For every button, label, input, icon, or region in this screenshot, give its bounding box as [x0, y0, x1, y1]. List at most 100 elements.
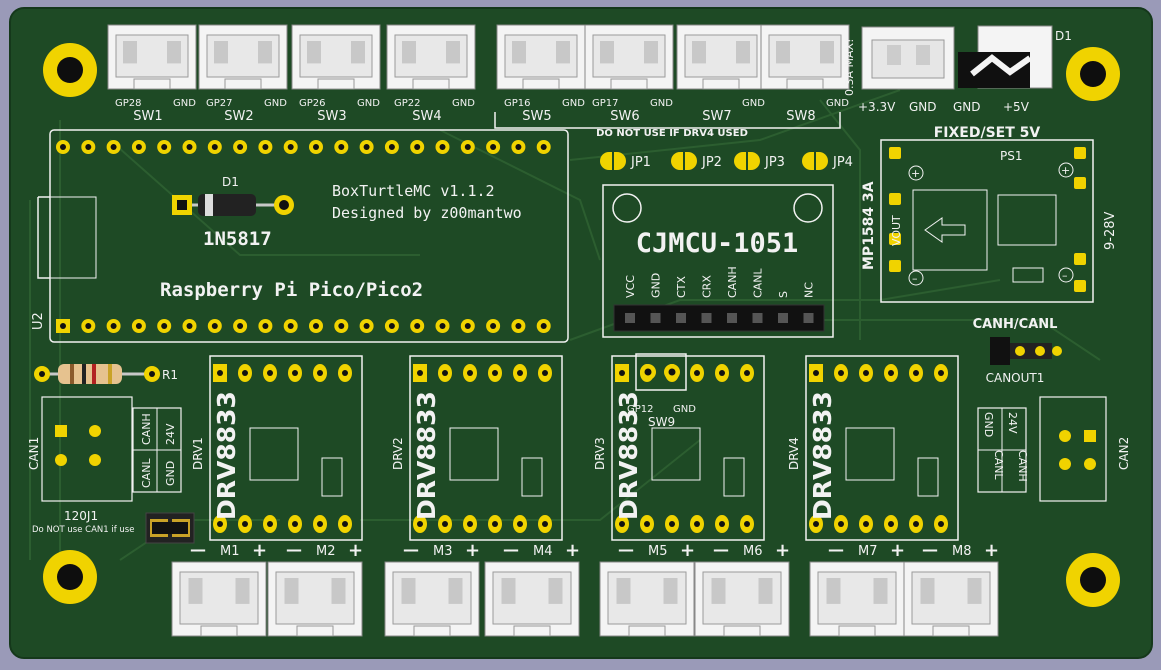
switch-ref: SW4 [412, 109, 441, 124]
solder-jumper: JP2 [671, 152, 722, 170]
motor-minus-label: — [922, 540, 938, 559]
top-diode-outline [958, 25, 1053, 89]
can-pin-label: GND [650, 273, 663, 298]
switch-pin-label: GND [742, 98, 765, 109]
can-pin [727, 313, 737, 323]
motor-connectors: —M1+—M2+—M3+—M4+—M5+—M6+—M7+—M8+ [171, 540, 999, 637]
motor-label: M7 [858, 544, 878, 559]
driver-chip-label: DRV8833 [614, 391, 643, 520]
motor-minus-label: — [503, 540, 519, 559]
motor-minus-label: — [286, 540, 302, 559]
motor-label: M5 [648, 544, 668, 559]
main-diode-ref: D1 [222, 175, 239, 189]
can-pin [625, 313, 635, 323]
driver-chip-label: DRV8833 [212, 391, 241, 520]
top-diode-pin-5v: +5V [1003, 100, 1030, 114]
can2-label-gnd: GND [982, 412, 995, 437]
switch-ref: SW6 [610, 109, 639, 124]
driver-ref: DRV2 [391, 437, 405, 470]
switch-pin-label: GND [826, 98, 849, 109]
switch-pin-label: GP16 [504, 98, 531, 109]
top-diode-ref: D1 [1055, 29, 1072, 43]
motor-connector: —M3+ [384, 540, 480, 637]
switch-pin-label: GP28 [115, 98, 142, 109]
can2-label-canl: CANL [992, 450, 1005, 480]
switch-ref: SW3 [317, 109, 346, 124]
top-diode-pin-gnd: GND [953, 100, 981, 114]
motor-connector: —M8+ [903, 540, 999, 637]
motor-label: M1 [220, 544, 240, 559]
switch-ref: SW7 [702, 109, 731, 124]
switch-pin-label: GND [452, 98, 475, 109]
can2-label-canh: CANH [1016, 450, 1029, 482]
can-pin-label: S [777, 291, 790, 298]
motor-plus-label: + [348, 540, 363, 561]
jumper-label: JP1 [630, 155, 651, 170]
regulator-part: MP1584 3A [861, 181, 877, 270]
sw9-pin-gnd: GND [673, 404, 696, 415]
can1-label-24v: 24V [164, 423, 177, 445]
mounting-holes [43, 43, 1120, 607]
motor-plus-label: + [890, 540, 905, 561]
board-version: BoxTurtleMC v1.1.2 [332, 182, 495, 200]
motor-label: M3 [433, 544, 453, 559]
power-pin-gnd: GND [909, 100, 937, 114]
switch-pin-label: GND [650, 98, 673, 109]
motor-connector: —M1+ [171, 540, 267, 637]
switch-ref: SW8 [786, 109, 815, 124]
switch-ref: SW2 [224, 109, 253, 124]
regulator-vin: 9-28V [1103, 211, 1118, 250]
motor-connector: — M5 + [599, 540, 695, 637]
sw9-connector [635, 353, 687, 391]
can-pin-label: CRX [701, 275, 714, 298]
can-pin-label: VCC [624, 275, 637, 298]
can2-connector [977, 396, 1107, 502]
pico-pin-headers [56, 140, 551, 333]
drv4-warning-bracket [494, 112, 841, 129]
motor-connector: —M6+ [694, 540, 790, 637]
motor-label: M8 [952, 544, 972, 559]
motor-label: M2 [316, 544, 336, 559]
motor-connector: — M7 + [809, 540, 905, 637]
can-pin [676, 313, 686, 323]
motor-plus-label: + [680, 540, 695, 561]
pico-label: Raspberry Pi Pico/Pico2 [160, 279, 423, 301]
can-pin-label: CTX [675, 276, 688, 298]
can-pin-label: NC [803, 282, 816, 298]
can1-connector [41, 396, 182, 502]
motor-label: M4 [533, 544, 553, 559]
solder-jumper: JP3 [734, 152, 785, 170]
can-transceiver-module [602, 184, 834, 338]
motor-minus-label: — [618, 540, 634, 559]
can1-label-canh: CANH [140, 413, 153, 445]
regulator-ref: PS1 [1000, 149, 1023, 163]
svg-text:+: + [911, 167, 920, 180]
canout-title: CANH/CANL [973, 317, 1058, 332]
pico-ref: U2 [31, 312, 46, 330]
solder-jumper: JP4 [802, 152, 853, 170]
power-pin-3v3: +3.3V [858, 100, 896, 114]
switch-ref: SW5 [522, 109, 551, 124]
can1-label-canl: CANL [140, 458, 153, 488]
motor-minus-label: — [403, 540, 419, 559]
switch-connector: GND SW8 [760, 24, 850, 124]
jumper-label: JP2 [701, 155, 722, 170]
switch-connector: GP22 GND SW4 [386, 24, 476, 124]
can2-ref: CAN2 [1117, 437, 1131, 470]
resistor-ref: R1 [162, 368, 178, 382]
board-designer: Designed by z00mantwo [332, 204, 522, 222]
power-rating: 0.3A MAX! [843, 39, 856, 96]
switch-pin-label: GP22 [394, 98, 421, 109]
motor-plus-label: + [252, 540, 267, 561]
switch-pin-label: GP27 [206, 98, 233, 109]
driver-ref: DRV3 [593, 437, 607, 470]
motor-minus-label: — [828, 540, 844, 559]
jumper-120-header [145, 512, 195, 544]
